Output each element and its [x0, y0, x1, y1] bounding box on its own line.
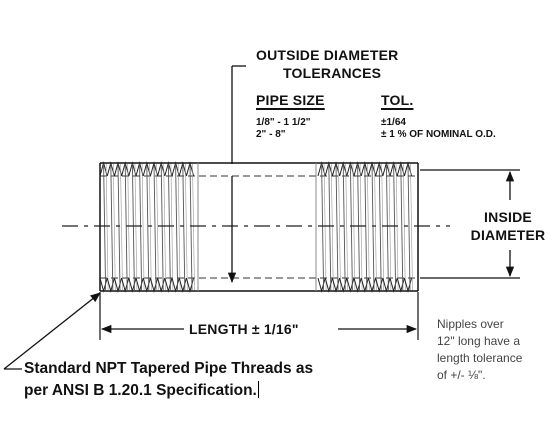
od-tolerance-title-line1: OUTSIDE DIAMETER — [256, 47, 399, 63]
length-tolerance-note: Nipples over 12" long have a length tole… — [437, 316, 522, 384]
right-threads — [317, 161, 413, 293]
tol-header: TOL. — [381, 92, 414, 108]
spec-line: Standard NPT Tapered Pipe Threads as — [24, 360, 314, 377]
inside-diameter-dimension — [420, 169, 520, 279]
spec-line: per ANSI B 1.20.1 Specification. — [24, 382, 257, 399]
inside-diameter-label-line1: INSIDE — [484, 209, 532, 225]
left-threads — [99, 161, 195, 293]
text-cursor — [257, 381, 259, 398]
size-row-1: 1/8" - 1 1/2" — [256, 117, 311, 128]
pipe-size-header: PIPE SIZE — [256, 92, 325, 108]
length-label: LENGTH ± 1/16" — [189, 321, 299, 337]
inside-diameter-label-line2: DIAMETER — [470, 227, 546, 243]
note-line: Nipples over — [437, 317, 504, 331]
size-row-2: 2" - 8" — [256, 129, 286, 140]
thread-spec-text: Standard NPT Tapered Pipe Threads as per… — [24, 358, 313, 402]
thread-spec-leader — [3, 292, 101, 370]
note-line: 12" long have a — [437, 334, 520, 348]
od-leader — [227, 65, 246, 284]
tol-row-2: ± 1 % OF NOMINAL O.D. — [381, 129, 496, 140]
note-line: of +/- ⅛". — [437, 368, 486, 382]
note-line: length tolerance — [437, 351, 523, 365]
od-tolerance-title-line2: TOLERANCES — [283, 65, 382, 81]
tol-row-1: ±1/64 — [381, 117, 406, 128]
